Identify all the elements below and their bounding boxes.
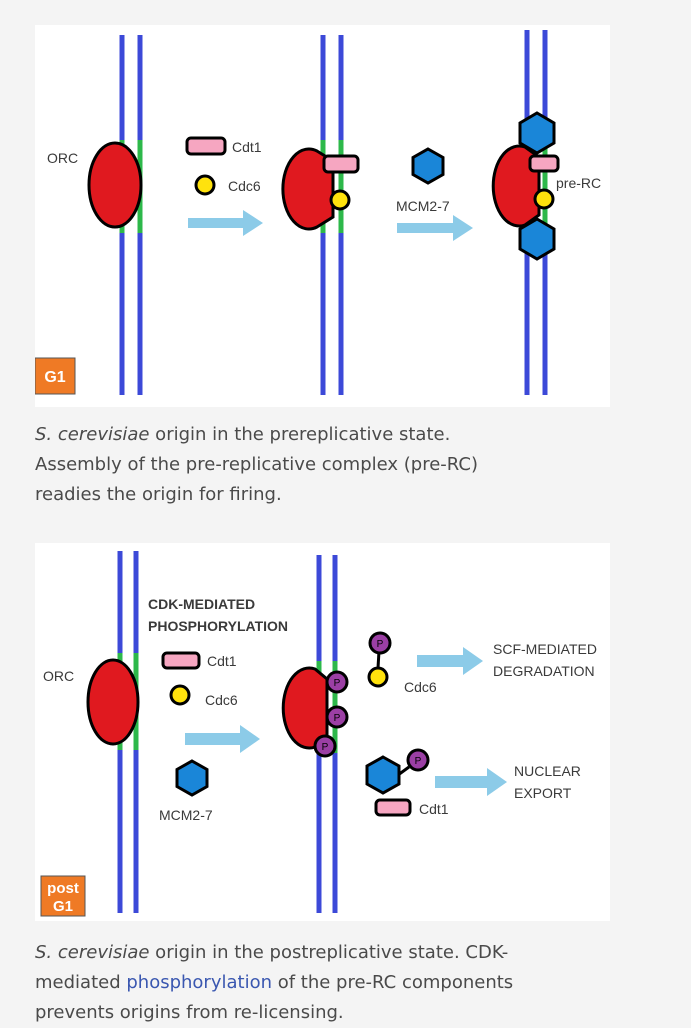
arrow-1	[188, 210, 263, 236]
caption-text: of the pre-RC components	[272, 972, 514, 993]
cdc6-symbol	[194, 174, 216, 196]
cdc6-right-label: Cdc6	[404, 679, 437, 695]
cdt1-symbol	[161, 651, 201, 670]
mcm-symbol	[175, 759, 209, 797]
phospho-label: P	[334, 713, 341, 724]
cdc6-phosphorylated: P	[367, 631, 392, 688]
cdk-heading-line1: CDK-MEDIATED	[148, 596, 255, 612]
caption-2-line-1: S. cerevisiae origin in the postreplicat…	[35, 938, 595, 968]
prereplicative-diagram: ORC Cdt1 Cdc6 MCM2-7	[35, 25, 610, 407]
caption-text: origin in the prereplicative state.	[149, 424, 451, 445]
postreplicative-diagram: ORC CDK-MEDIATED PHOSPHORYLATION Cdt1 Cd…	[35, 543, 610, 921]
orc-protein	[87, 141, 143, 229]
species-name: S. cerevisiae	[35, 942, 150, 963]
cdc6-label: Cdc6	[205, 692, 238, 708]
orc-label: ORC	[47, 150, 78, 166]
phospho-label: P	[415, 756, 422, 767]
cdc6-label: Cdc6	[228, 178, 261, 194]
mcm-hexamer-top	[518, 111, 556, 155]
cdc6-prerc	[533, 188, 555, 210]
postreplicative-diagram-svg: ORC CDK-MEDIATED PHOSPHORYLATION Cdt1 Cd…	[40, 551, 597, 917]
species-name: S. cerevisiae	[35, 424, 150, 445]
nuclear-label-line1: NUCLEAR	[514, 763, 581, 779]
stage-badge-g1: G1	[35, 357, 76, 395]
cdc6-symbol	[169, 684, 191, 706]
phosphorylation-link[interactable]: phosphorylation	[126, 972, 272, 993]
cdc6-bound	[329, 189, 351, 211]
orc-protein-bound	[281, 147, 335, 231]
caption-2-line-3: prevents origins from re-licensing.	[35, 1002, 344, 1023]
scf-label-line2: DEGRADATION	[493, 663, 595, 679]
mcm-phosphorylated: P	[365, 748, 430, 795]
cdt1-label: Cdt1	[232, 139, 262, 155]
mcm-label: MCM2-7	[396, 198, 450, 214]
stage-label: G1	[44, 369, 65, 386]
caption-text: origin in the postreplicative state. CDK…	[149, 942, 509, 963]
cdk-heading-line2: PHOSPHORYLATION	[148, 618, 288, 634]
phospho-groups-orc: P P P	[313, 670, 349, 758]
stage-label-line1: post	[47, 880, 79, 897]
figure-caption-2: S. cerevisiae origin in the postreplicat…	[35, 938, 595, 1028]
cdt1-bound	[322, 154, 360, 174]
figure-caption-1: S. cerevisiae origin in the prereplicati…	[35, 420, 595, 510]
caption-2-line-2: mediated phosphorylation of the pre-RC c…	[35, 968, 595, 998]
arrow-degradation	[417, 647, 483, 675]
orc-protein-phosphorylated	[281, 666, 329, 750]
cdt1-exported	[374, 798, 412, 817]
phospho-label: P	[377, 639, 384, 650]
stage-label-line2: G1	[53, 898, 73, 915]
phospho-label: P	[334, 678, 341, 689]
prereplicative-diagram-svg: ORC Cdt1 Cdc6 MCM2-7	[35, 30, 601, 395]
nuclear-label-line2: EXPORT	[514, 785, 572, 801]
mcm-hexamer-bottom	[518, 217, 556, 261]
cdt1-right-label: Cdt1	[419, 801, 449, 817]
orc-protein-prerc	[491, 144, 541, 228]
caption-1-line-3: readies the origin for firing.	[35, 484, 282, 505]
arrow-2	[397, 215, 473, 241]
arrow-1	[185, 725, 260, 753]
arrow-export	[435, 768, 507, 796]
cdt1-label: Cdt1	[207, 653, 237, 669]
mcm-label: MCM2-7	[159, 807, 213, 823]
phospho-label: P	[322, 742, 329, 753]
caption-1-line-1: S. cerevisiae origin in the prereplicati…	[35, 420, 595, 450]
scf-label-line1: SCF-MEDIATED	[493, 641, 597, 657]
prerc-label: pre-RC	[556, 175, 601, 191]
caption-1-line-2: Assembly of the pre-replicative complex …	[35, 454, 478, 475]
orc-label: ORC	[43, 668, 74, 684]
caption-text: mediated	[35, 972, 127, 993]
stage-badge-post-g1: post G1	[40, 875, 86, 917]
orc-protein	[86, 658, 140, 746]
mcm-symbol	[411, 147, 445, 185]
cdt1-prerc	[528, 154, 560, 173]
cdt1-symbol	[185, 136, 227, 156]
